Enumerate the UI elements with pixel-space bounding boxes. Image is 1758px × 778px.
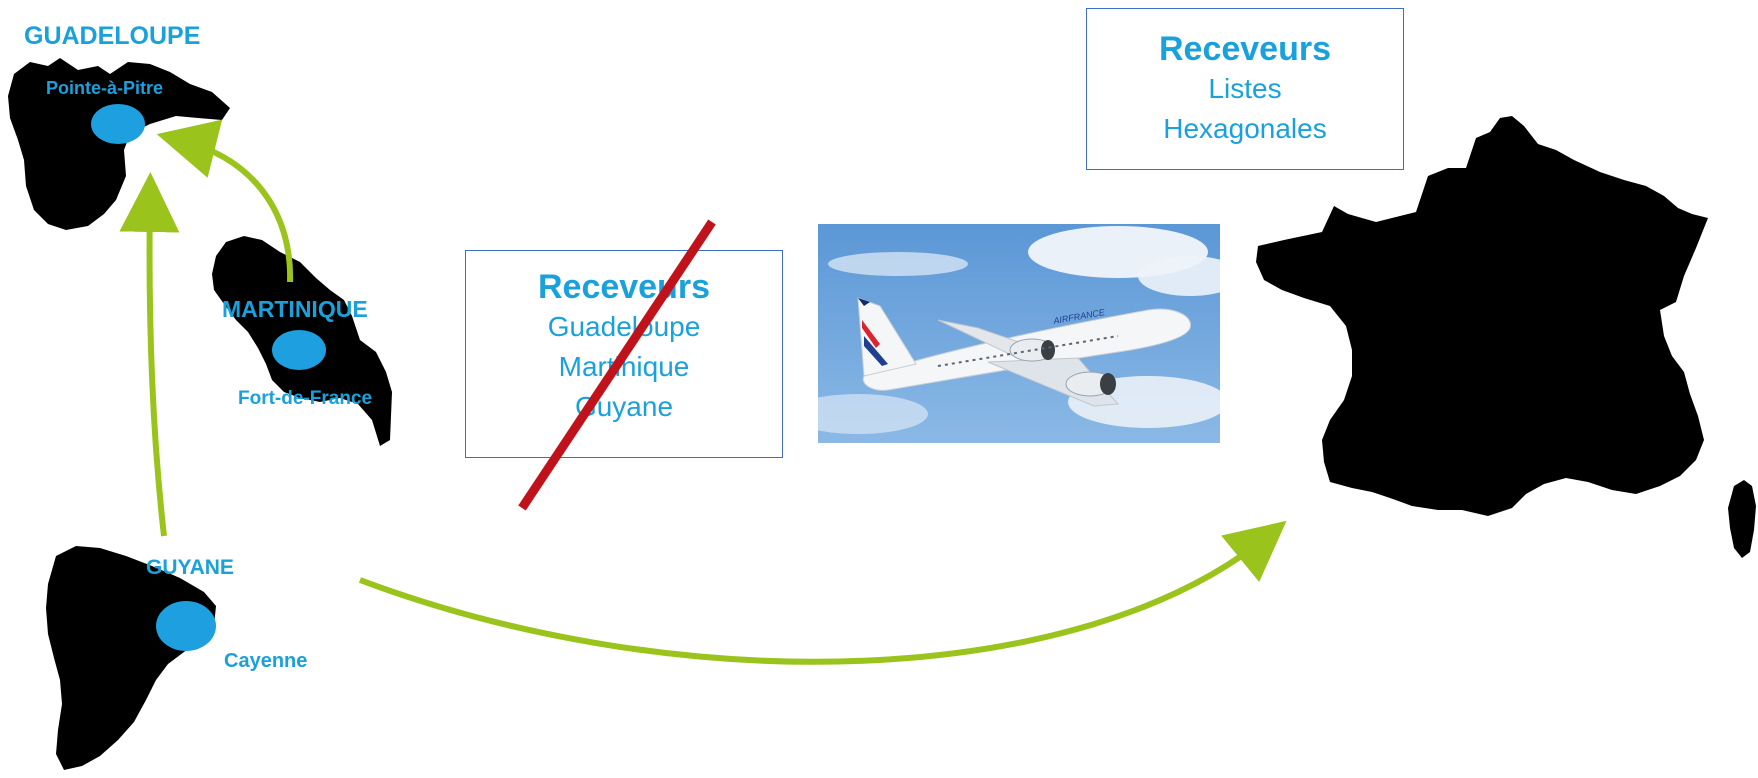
cayenne-label: Cayenne	[224, 650, 308, 672]
fort-de-france-label: Fort-de-France	[238, 388, 373, 409]
arrow-guyane-to-hexagone	[358, 520, 1287, 665]
arrow-guyane-to-guadeloupe	[119, 172, 180, 537]
pointe-a-pitre-label: Pointe-à-Pitre	[46, 78, 164, 98]
martinique-label: MARTINIQUE	[222, 296, 368, 322]
strike-through-line	[518, 219, 716, 511]
arrow-martinique-to-guadeloupe	[156, 119, 294, 283]
receveurs-hexagone-box: Receveurs Listes Hexagonales	[1086, 8, 1404, 170]
guyane-label: GUYANE	[146, 556, 234, 579]
receveurs-dom-line-1: Guadeloupe	[547, 311, 701, 342]
cayenne-marker	[156, 601, 216, 651]
guadeloupe-map	[8, 58, 230, 230]
france-map	[1256, 116, 1708, 516]
receveurs-hexagone-line-1: Listes	[1208, 73, 1282, 104]
airplane-photo: AIRFRANCE	[818, 224, 1220, 443]
receveurs-hexagone-title: Receveurs	[1158, 30, 1331, 68]
guyane-map	[46, 546, 216, 770]
airplane-tail	[857, 297, 917, 377]
receveurs-hexagone-line-2: Hexagonales	[1163, 113, 1327, 144]
guadeloupe-label: GUADELOUPE	[24, 22, 201, 50]
corsica-map	[1728, 480, 1756, 558]
fort-de-france-marker	[272, 330, 326, 370]
pointe-a-pitre-marker	[91, 104, 145, 144]
